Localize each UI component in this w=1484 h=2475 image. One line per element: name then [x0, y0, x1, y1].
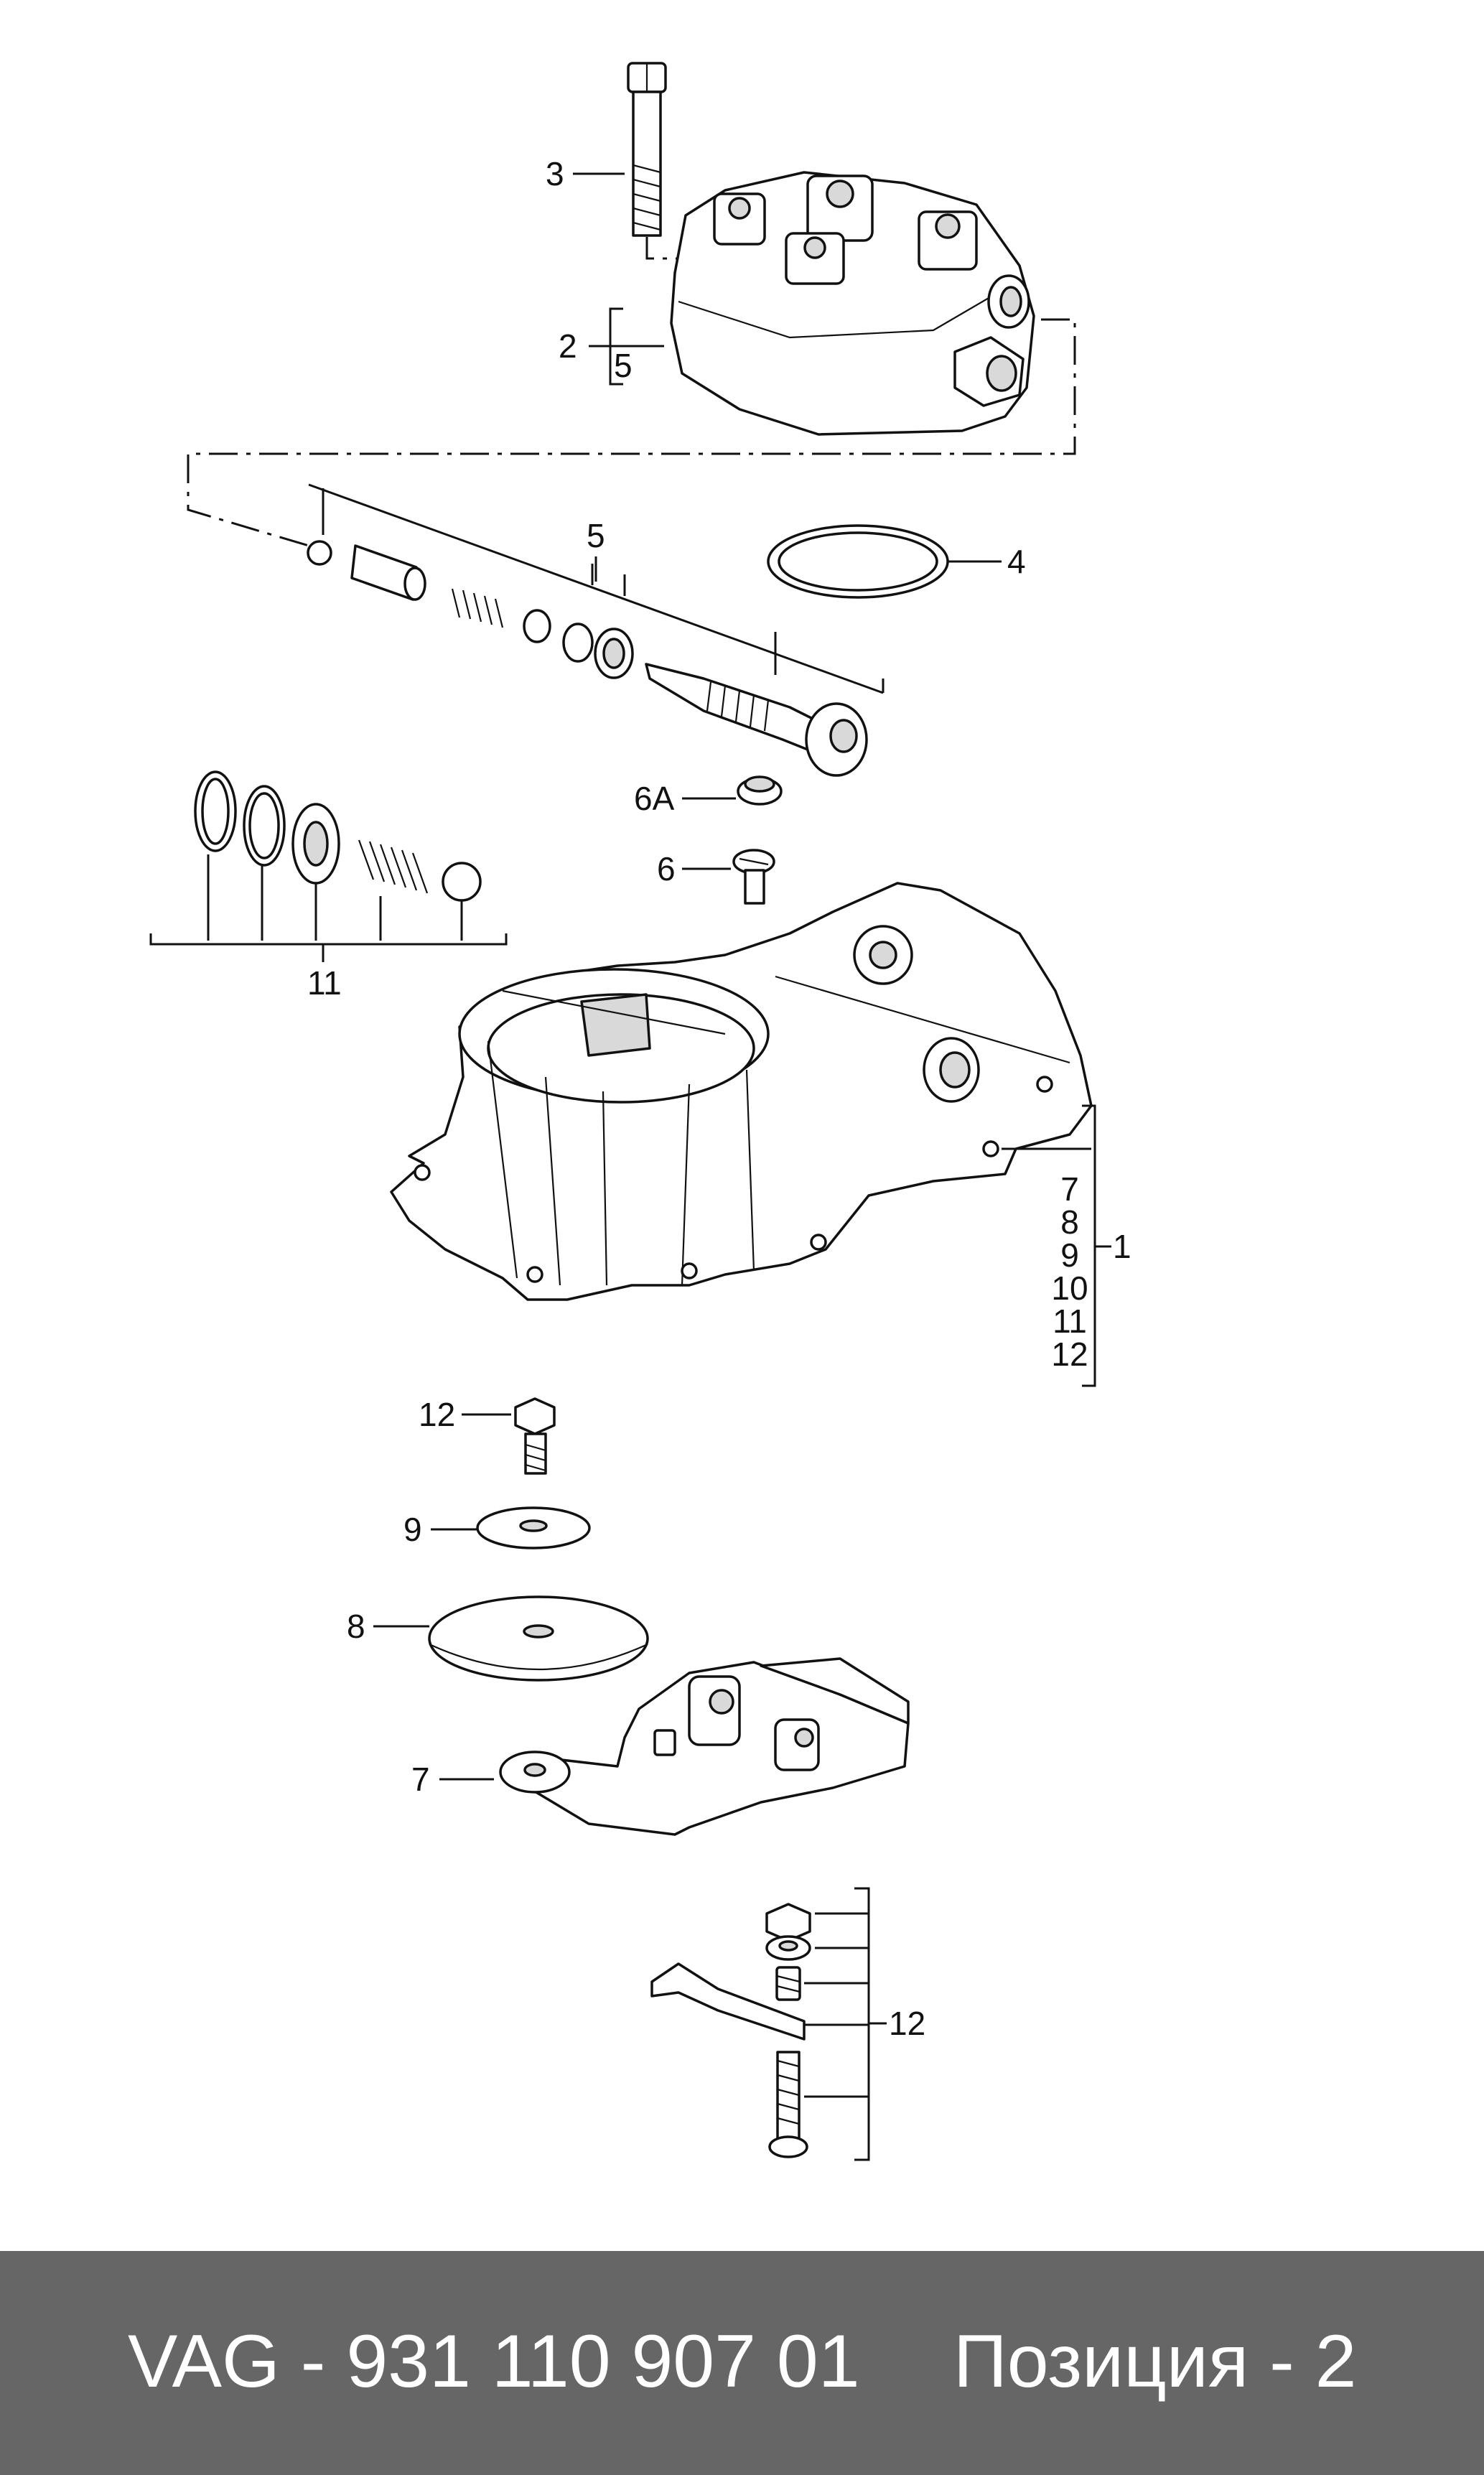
label-part-12: 12: [419, 1396, 455, 1433]
label-group-10: 10: [1051, 1269, 1088, 1307]
adjust-set-12: [650, 1887, 887, 2161]
footer-bar: VAG - 931 110 907 01 Позиция - 2: [0, 2251, 1484, 2475]
label-part-6: 6: [657, 850, 676, 887]
label-group-12: 12: [1051, 1336, 1088, 1373]
hex-bolt-12: [514, 1397, 556, 1475]
label-part-6a: 6A: [634, 780, 675, 817]
valve-head-2: [670, 171, 1035, 436]
label-part-12-set: 12: [889, 2005, 925, 2042]
label-part-3: 3: [546, 155, 564, 192]
label-part-4: 4: [1007, 543, 1026, 580]
washer-9: [476, 1506, 591, 1549]
label-part-5: 5: [587, 517, 605, 554]
lever-bracket-7: [499, 1657, 910, 1836]
label-group-8: 8: [1060, 1203, 1079, 1241]
cap-6a: [737, 775, 783, 806]
label-group-9: 9: [1060, 1236, 1079, 1274]
label-part-7: 7: [411, 1761, 430, 1798]
exploded-parts-diagram: 3 2 5: [149, 62, 1131, 2161]
o-ring-4: [767, 524, 949, 599]
position-text: Позиция - 2: [953, 2320, 1357, 2403]
label-part-9: 9: [403, 1511, 422, 1548]
label-group-11: 11: [1053, 1302, 1087, 1340]
bolt-3: [627, 62, 689, 260]
label-part-2-sub: 5: [614, 347, 633, 384]
label-group-7: 7: [1060, 1170, 1079, 1208]
label-part-1: 1: [1113, 1228, 1131, 1265]
label-part-11: 11: [307, 964, 342, 1002]
parts-set-11: [149, 770, 508, 962]
diaphragm-8: [428, 1595, 649, 1682]
part-number-text: VAG - 931 110 907 01: [128, 2320, 860, 2403]
valve-assembly-5: [307, 483, 885, 777]
screw-6: [732, 849, 775, 905]
label-part-2: 2: [559, 327, 577, 365]
housing-1: [390, 882, 1093, 1301]
label-part-8: 8: [347, 1608, 365, 1645]
